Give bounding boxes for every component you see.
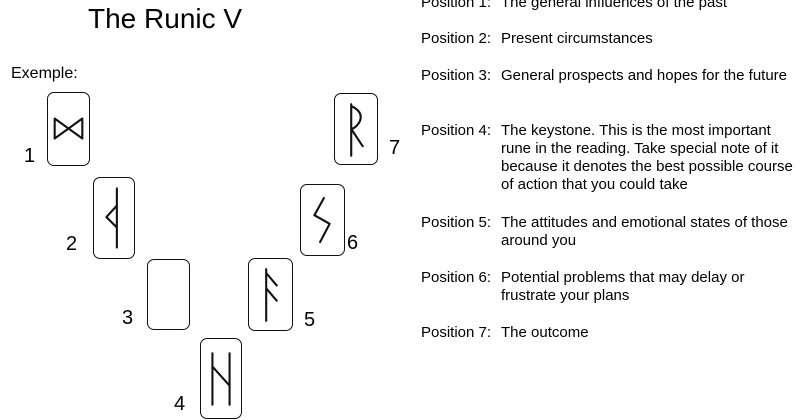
position-label: Position 5: bbox=[421, 214, 492, 231]
rune-stone-7 bbox=[334, 93, 378, 165]
position-label: Position 7: bbox=[421, 324, 492, 341]
stone-number-7: 7 bbox=[389, 137, 401, 159]
position-label: Position 2: bbox=[421, 30, 492, 47]
stone-number-4: 4 bbox=[174, 393, 186, 415]
rune-stone-3 bbox=[147, 259, 190, 330]
rune-stone-4 bbox=[200, 338, 242, 419]
position-description: Present circumstances bbox=[501, 30, 653, 47]
position-label: Position 6: bbox=[421, 269, 492, 286]
rune-stone-5 bbox=[248, 258, 293, 331]
position-description: Potential problems that may delay or fru… bbox=[501, 269, 745, 304]
dagaz-rune-icon bbox=[53, 117, 84, 140]
rune-stone-6 bbox=[300, 184, 345, 256]
position-description: The outcome bbox=[501, 324, 589, 341]
laguz-reversed-rune-icon bbox=[105, 187, 118, 249]
position-description: The keystone. This is the most important… bbox=[501, 122, 793, 193]
stone-number-1: 1 bbox=[24, 145, 36, 167]
stone-number-3: 3 bbox=[122, 307, 134, 329]
position-label: Position 1: bbox=[421, 0, 492, 11]
ansuz-rune-icon bbox=[265, 268, 278, 322]
position-label: Position 3: bbox=[421, 67, 492, 84]
stone-number-6: 6 bbox=[347, 232, 359, 254]
position-description: General prospects and hopes for the futu… bbox=[501, 67, 788, 84]
position-description: The general influences of the past bbox=[501, 0, 727, 11]
stone-number-5: 5 bbox=[304, 309, 316, 331]
rune-stone-2 bbox=[93, 177, 135, 259]
stone-number-2: 2 bbox=[66, 233, 78, 255]
hagalaz-rune-icon bbox=[211, 352, 231, 406]
raidho-rune-icon bbox=[350, 103, 364, 157]
position-description: The attitudes and emotional states of th… bbox=[501, 214, 788, 249]
page-title: The Runic V bbox=[88, 3, 243, 34]
example-label: Exemple: bbox=[11, 65, 78, 82]
position-label: Position 4: bbox=[421, 122, 492, 139]
sowilo-rune-icon bbox=[313, 196, 331, 244]
rune-stone-1 bbox=[47, 92, 90, 166]
